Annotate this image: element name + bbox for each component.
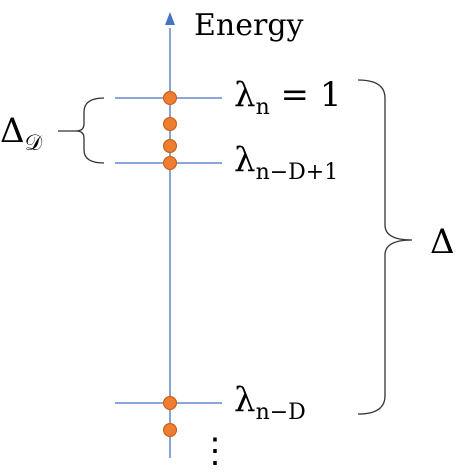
level-label-lambda-n-D: λn−D	[234, 380, 306, 425]
level-dot	[163, 139, 177, 153]
level-dot	[163, 156, 177, 170]
continuation-ellipsis: ⋮	[198, 431, 232, 471]
right-brace-label: Δ	[430, 222, 455, 262]
energy-axis-label: Energy	[194, 8, 304, 43]
level-dot	[163, 117, 177, 131]
level-dot	[163, 91, 177, 105]
level-label-lambda-n-D-plus-1: λn−D+1	[234, 140, 338, 185]
level-dot	[163, 396, 177, 410]
energy-axis-arrow-icon	[165, 12, 175, 25]
level-dot	[163, 423, 177, 437]
left-curly-brace	[75, 97, 105, 164]
level-label-lambda-n: λn = 1	[234, 75, 341, 120]
left-brace-label: Δ𝒟	[0, 111, 43, 156]
right-curly-brace	[357, 79, 413, 415]
